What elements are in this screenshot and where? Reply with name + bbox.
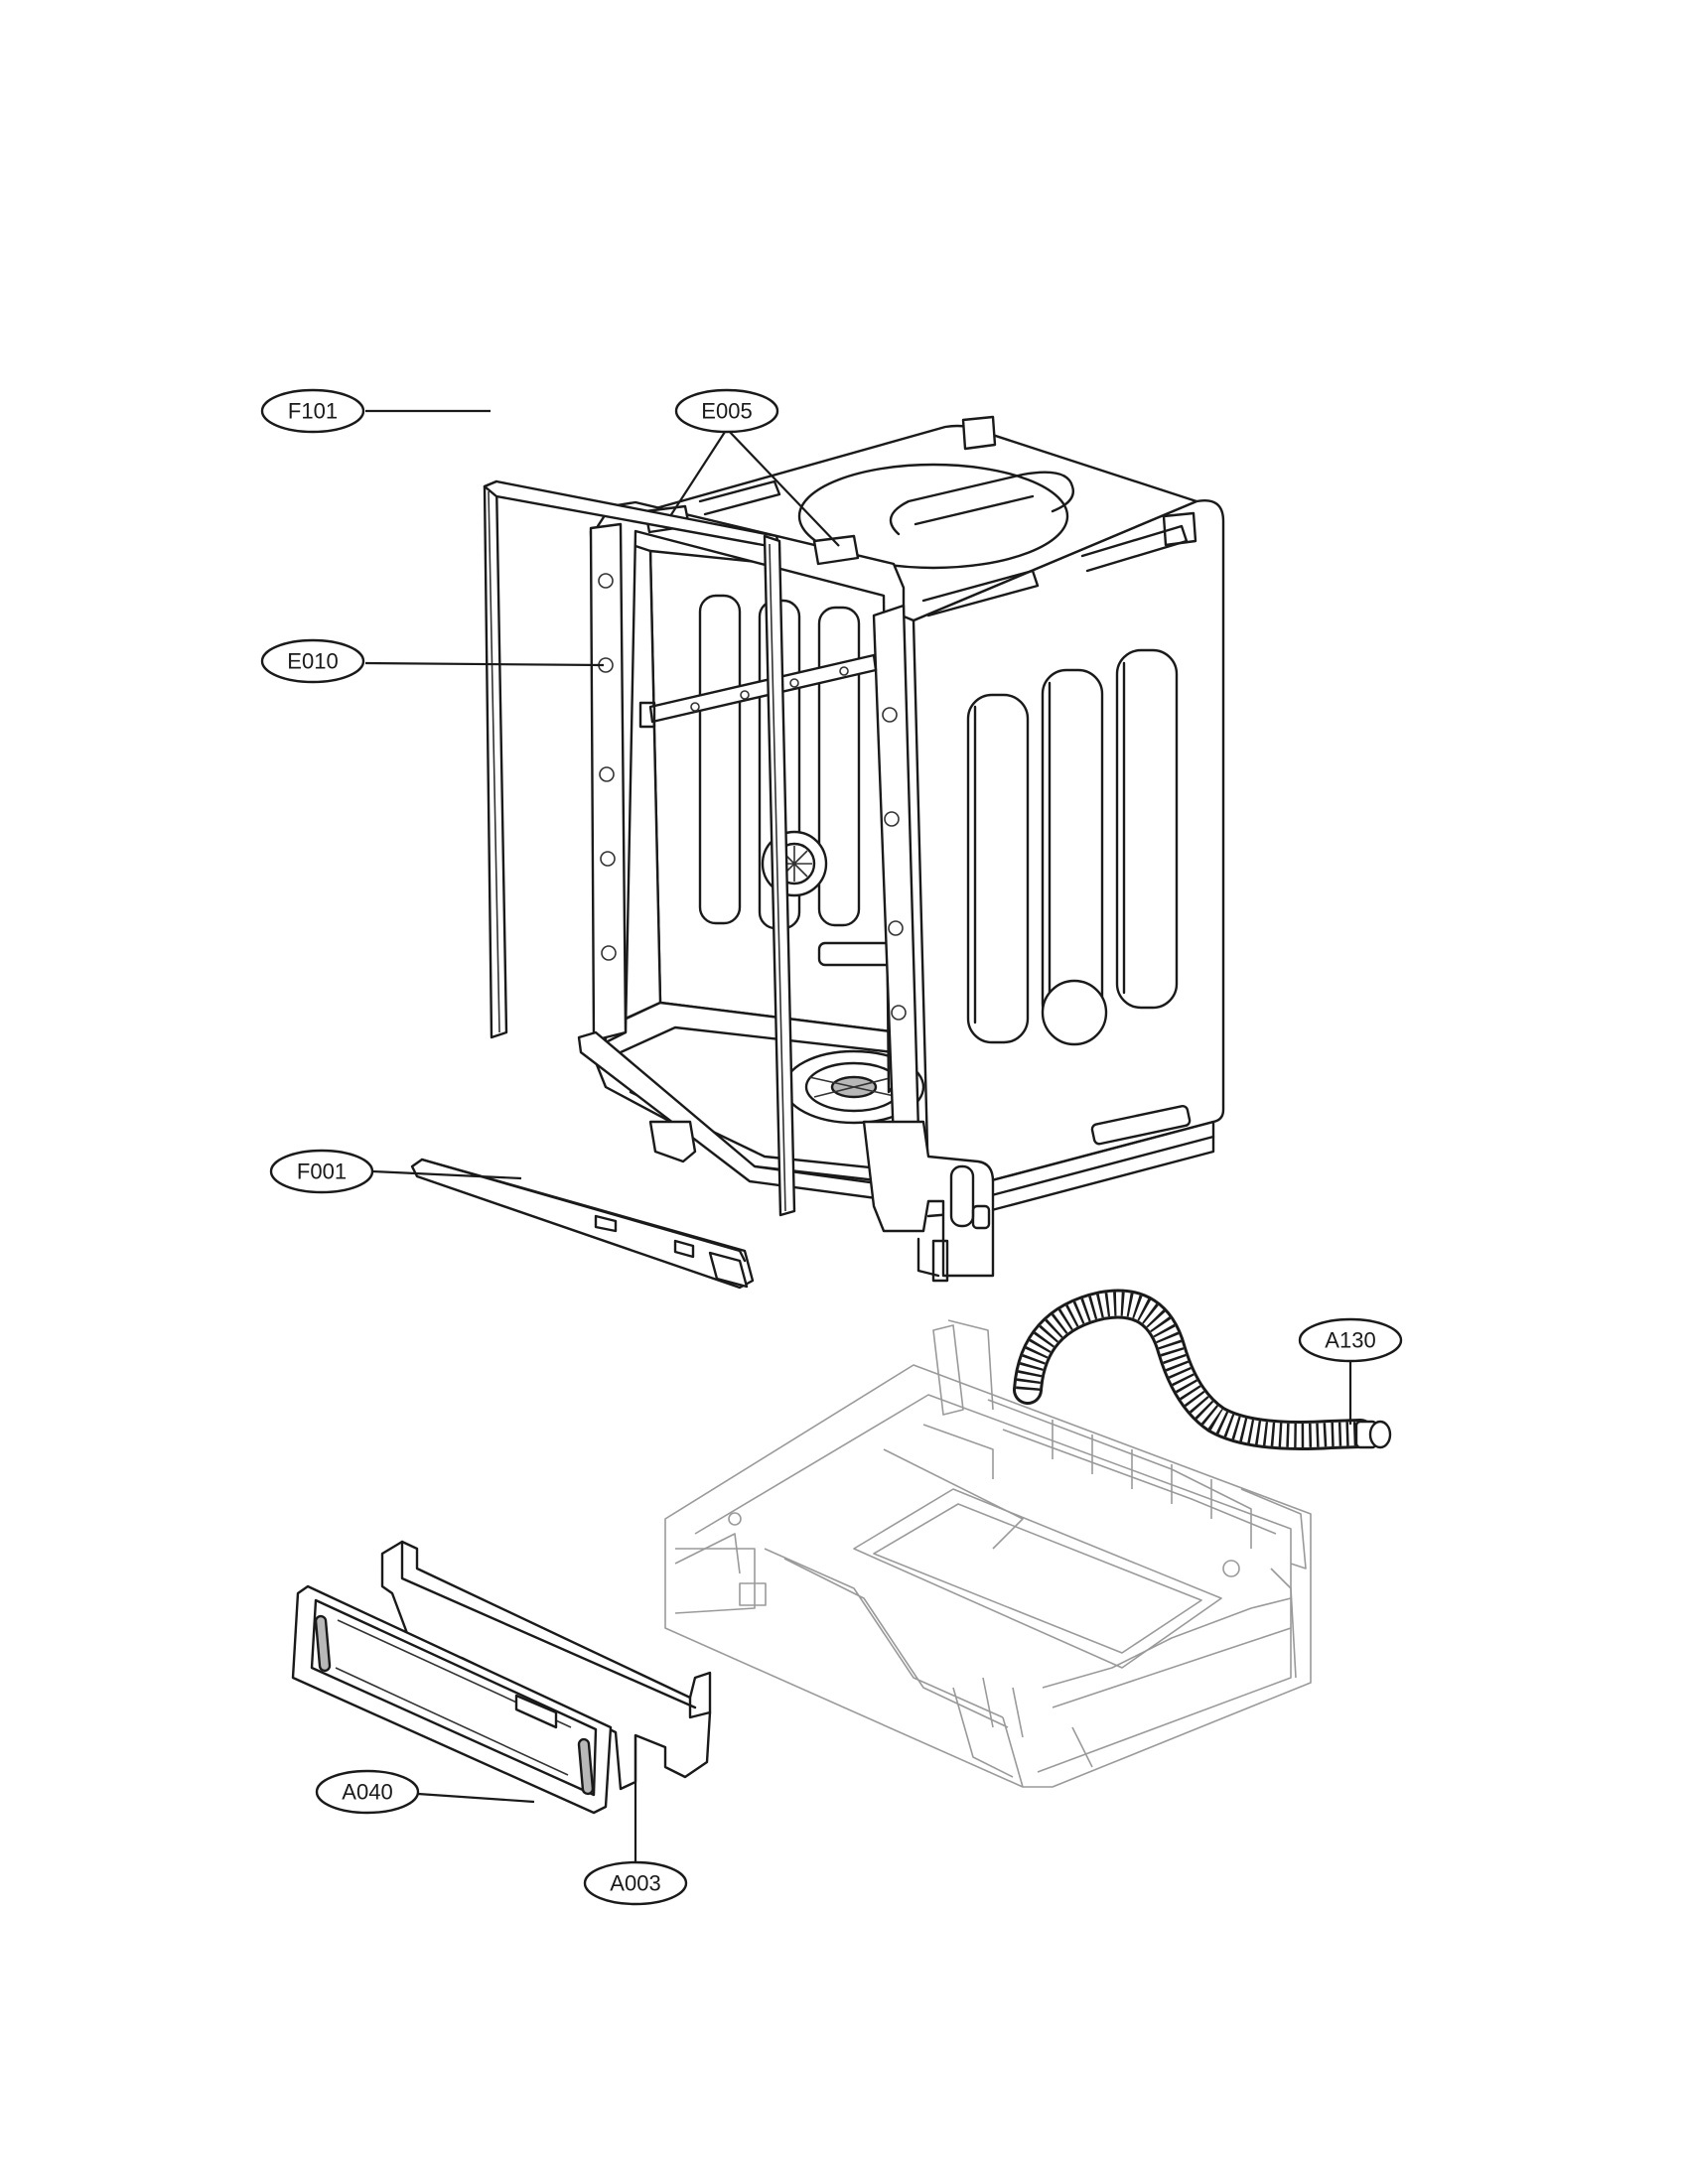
front-strip-f001 bbox=[410, 1158, 755, 1290]
front-panel-a040 bbox=[291, 1584, 613, 1815]
callout-label-e010: E010 bbox=[287, 649, 338, 674]
callout-label-f001: F001 bbox=[297, 1160, 347, 1184]
callout-e005: E005 bbox=[674, 388, 779, 434]
callout-f101: F101 bbox=[260, 388, 365, 434]
callout-a040: A040 bbox=[315, 1769, 420, 1815]
leader-lines bbox=[364, 409, 1352, 1861]
callout-label-a040: A040 bbox=[342, 1780, 392, 1805]
base-frame bbox=[664, 1319, 1312, 1788]
tub-assembly bbox=[577, 415, 1225, 1283]
callout-e010: E010 bbox=[260, 638, 365, 684]
callout-a003: A003 bbox=[583, 1860, 688, 1906]
callout-label-e005: E005 bbox=[701, 399, 752, 424]
door-gasket-f101 bbox=[483, 479, 796, 1217]
callout-a130: A130 bbox=[1298, 1317, 1403, 1363]
callout-label-a130: A130 bbox=[1325, 1328, 1375, 1353]
drain-hose-a130 bbox=[1013, 1289, 1392, 1450]
callout-label-a003: A003 bbox=[610, 1871, 660, 1896]
callout-f001: F001 bbox=[269, 1149, 374, 1194]
callout-label-f101: F101 bbox=[288, 399, 338, 424]
